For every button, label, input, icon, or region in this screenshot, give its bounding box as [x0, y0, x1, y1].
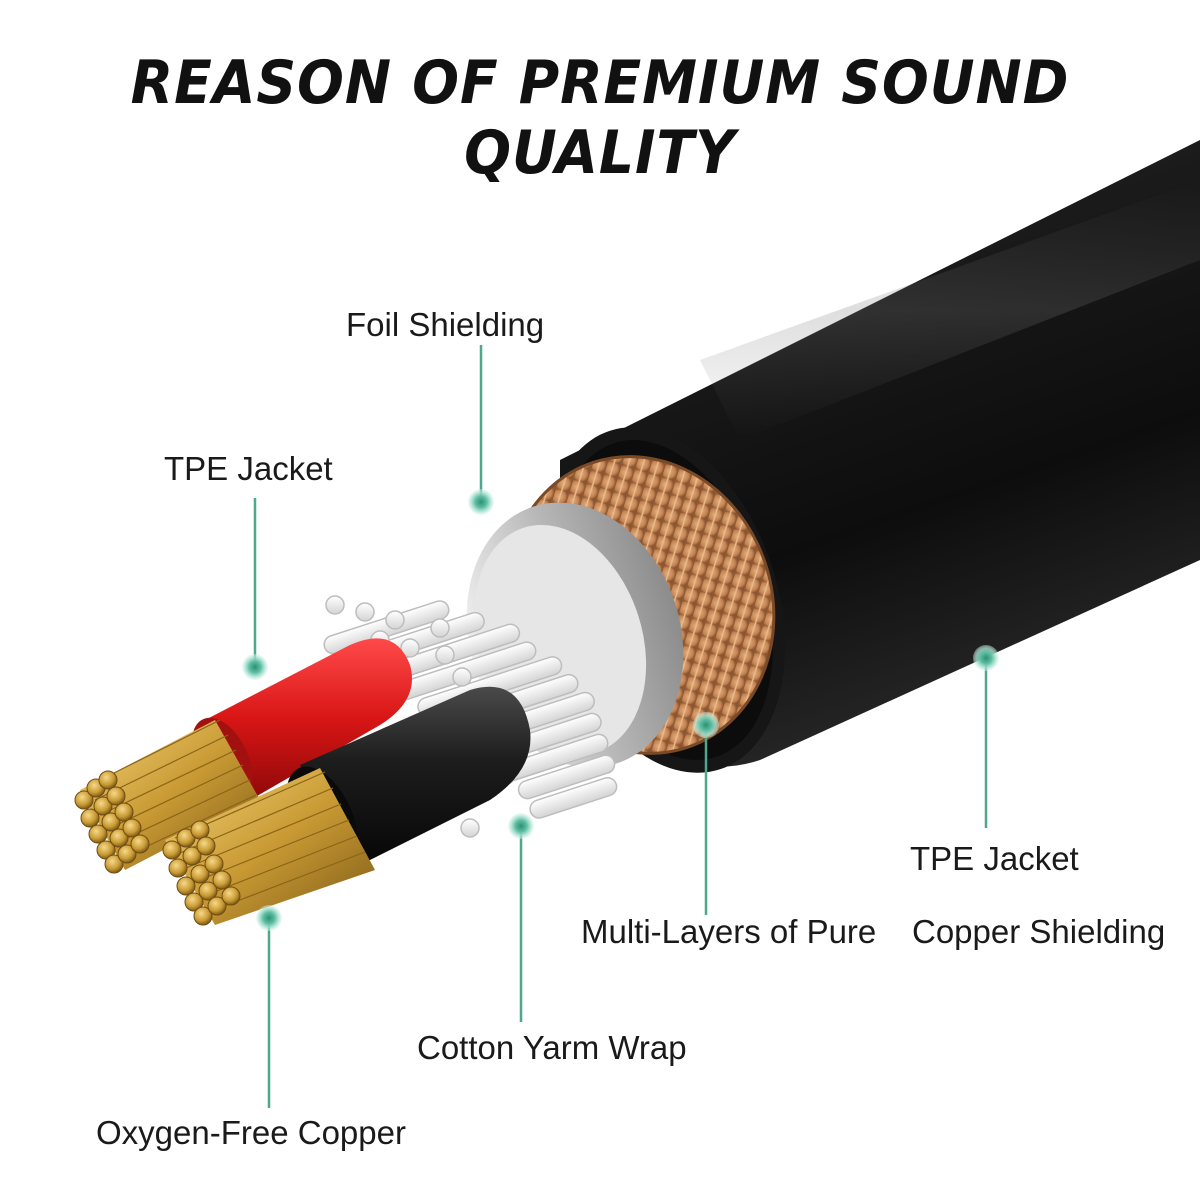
callout-dot-oxygen-free-copper [256, 905, 282, 931]
label-multi-layers-of-pure: Multi-Layers of Pure [581, 913, 877, 950]
label-oxygen-free-copper: Oxygen-Free Copper [96, 1114, 406, 1151]
copper-strand-bundle-lower [162, 768, 375, 926]
copper-strand-bundle-upper [74, 719, 260, 874]
callout-dot-copper-shielding [693, 712, 719, 738]
label-tpe-jacket-inner: TPE Jacket [164, 450, 333, 487]
callout-lines [253, 345, 988, 1108]
callout-dot-foil-shielding [468, 489, 494, 515]
diagram-title: REASON OF PREMIUM SOUND QUALITY [130, 48, 1070, 188]
label-copper-shielding: Copper Shielding [912, 913, 1166, 950]
label-tpe-jacket-outer: TPE Jacket [910, 840, 1079, 877]
callout-dots [242, 489, 999, 931]
label-cotton-yarm-wrap: Cotton Yarm Wrap [417, 1029, 687, 1066]
callout-dot-cotton-yarm-wrap [508, 813, 534, 839]
callout-dot-tpe-jacket-inner [242, 654, 268, 680]
label-foil-shielding: Foil Shielding [346, 306, 545, 343]
callout-dot-tpe-jacket-outer [973, 645, 999, 671]
